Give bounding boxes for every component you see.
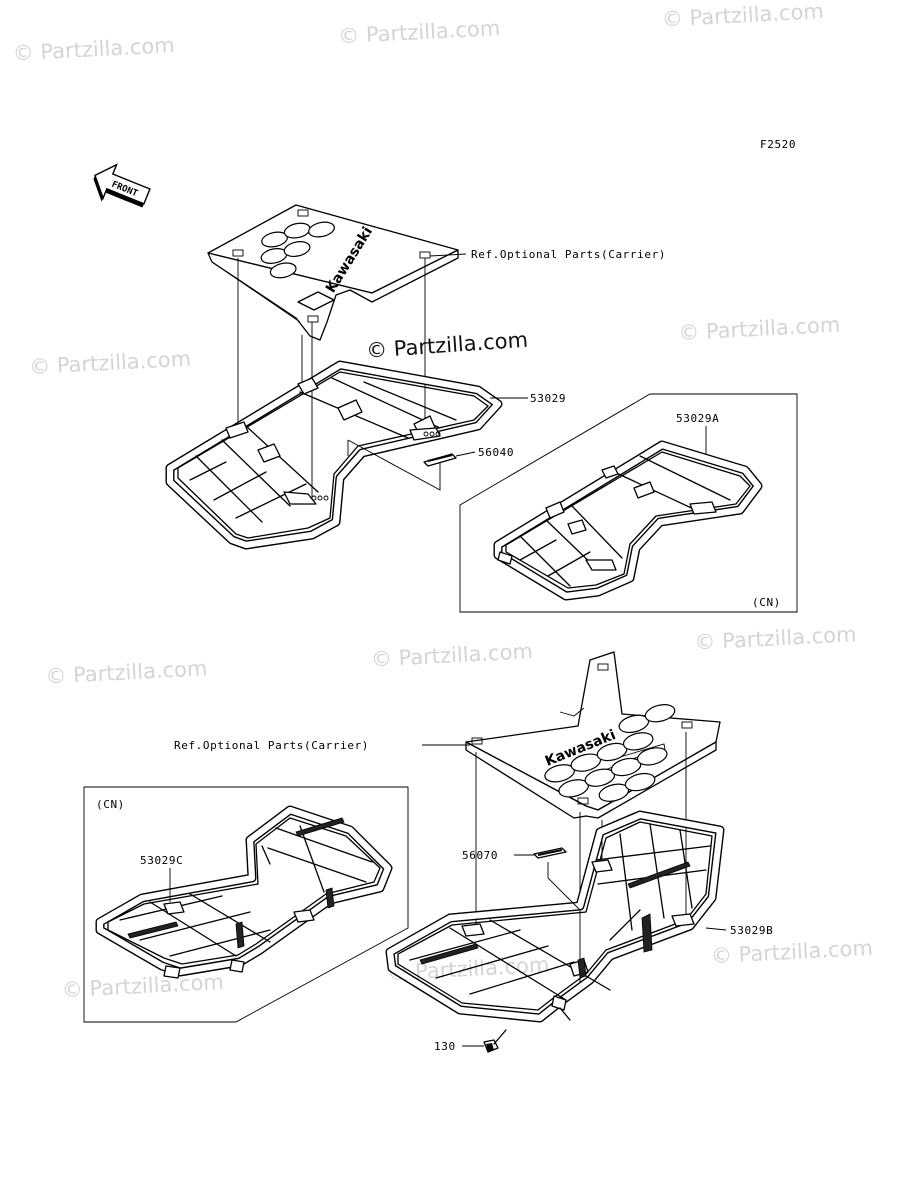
- callout-53029B[interactable]: 53029B: [730, 924, 773, 937]
- callout-ref-optional-top[interactable]: Ref.Optional Parts(Carrier): [471, 248, 666, 261]
- watermark: © Partzilla.com: [694, 622, 857, 654]
- rack-53029B: [385, 810, 725, 1023]
- bolt-130-icon: [483, 1029, 507, 1053]
- rack-53029: [165, 360, 503, 550]
- watermark: © Partzilla.com: [678, 313, 841, 345]
- watermark: © Partzilla.com: [370, 639, 533, 671]
- center-watermark: © Partzilla.com: [365, 328, 528, 363]
- rack-53029A: [493, 440, 763, 601]
- leader-lines: [169, 253, 727, 1047]
- rack-53029C: [95, 805, 393, 979]
- watermark-grid: © Partzilla.com © Partzilla.com © Partzi…: [12, 0, 873, 1002]
- callout-cn-right: (CN): [752, 596, 781, 609]
- watermark: © Partzilla.com: [61, 970, 224, 1002]
- cn-box-right: [459, 393, 798, 613]
- callout-53029A[interactable]: 53029A: [676, 412, 719, 425]
- callout-cn-left: (CN): [96, 798, 125, 811]
- callout-56040[interactable]: 56040: [478, 446, 514, 459]
- watermark: © Partzilla.com: [45, 656, 208, 688]
- watermark: © Partzilla.com: [29, 347, 192, 379]
- callout-53029[interactable]: 53029: [530, 392, 566, 405]
- callout-ref-optional-bottom[interactable]: Ref.Optional Parts(Carrier): [174, 739, 369, 752]
- callout-130[interactable]: 130: [434, 1040, 456, 1053]
- callout-53029C[interactable]: 53029C: [140, 854, 183, 867]
- part-56070: [533, 847, 581, 911]
- part-56040: [347, 439, 457, 491]
- guide-lines-top: [237, 258, 426, 500]
- top-carrier-plate: Kawasaki: [207, 204, 459, 341]
- figure-code: F2520: [760, 138, 796, 151]
- watermark: © Partzilla.com: [661, 0, 824, 32]
- cn-box-left: [83, 786, 409, 1023]
- watermark: © Partzilla.com: [338, 16, 501, 48]
- watermark: © Partzilla.com: [12, 33, 175, 65]
- bottom-carrier-plate: Kawasaki: [465, 651, 721, 819]
- front-arrow-icon: FRONT: [93, 163, 151, 208]
- callout-56070[interactable]: 56070: [462, 849, 498, 862]
- watermark: © Partzilla.com: [710, 936, 873, 968]
